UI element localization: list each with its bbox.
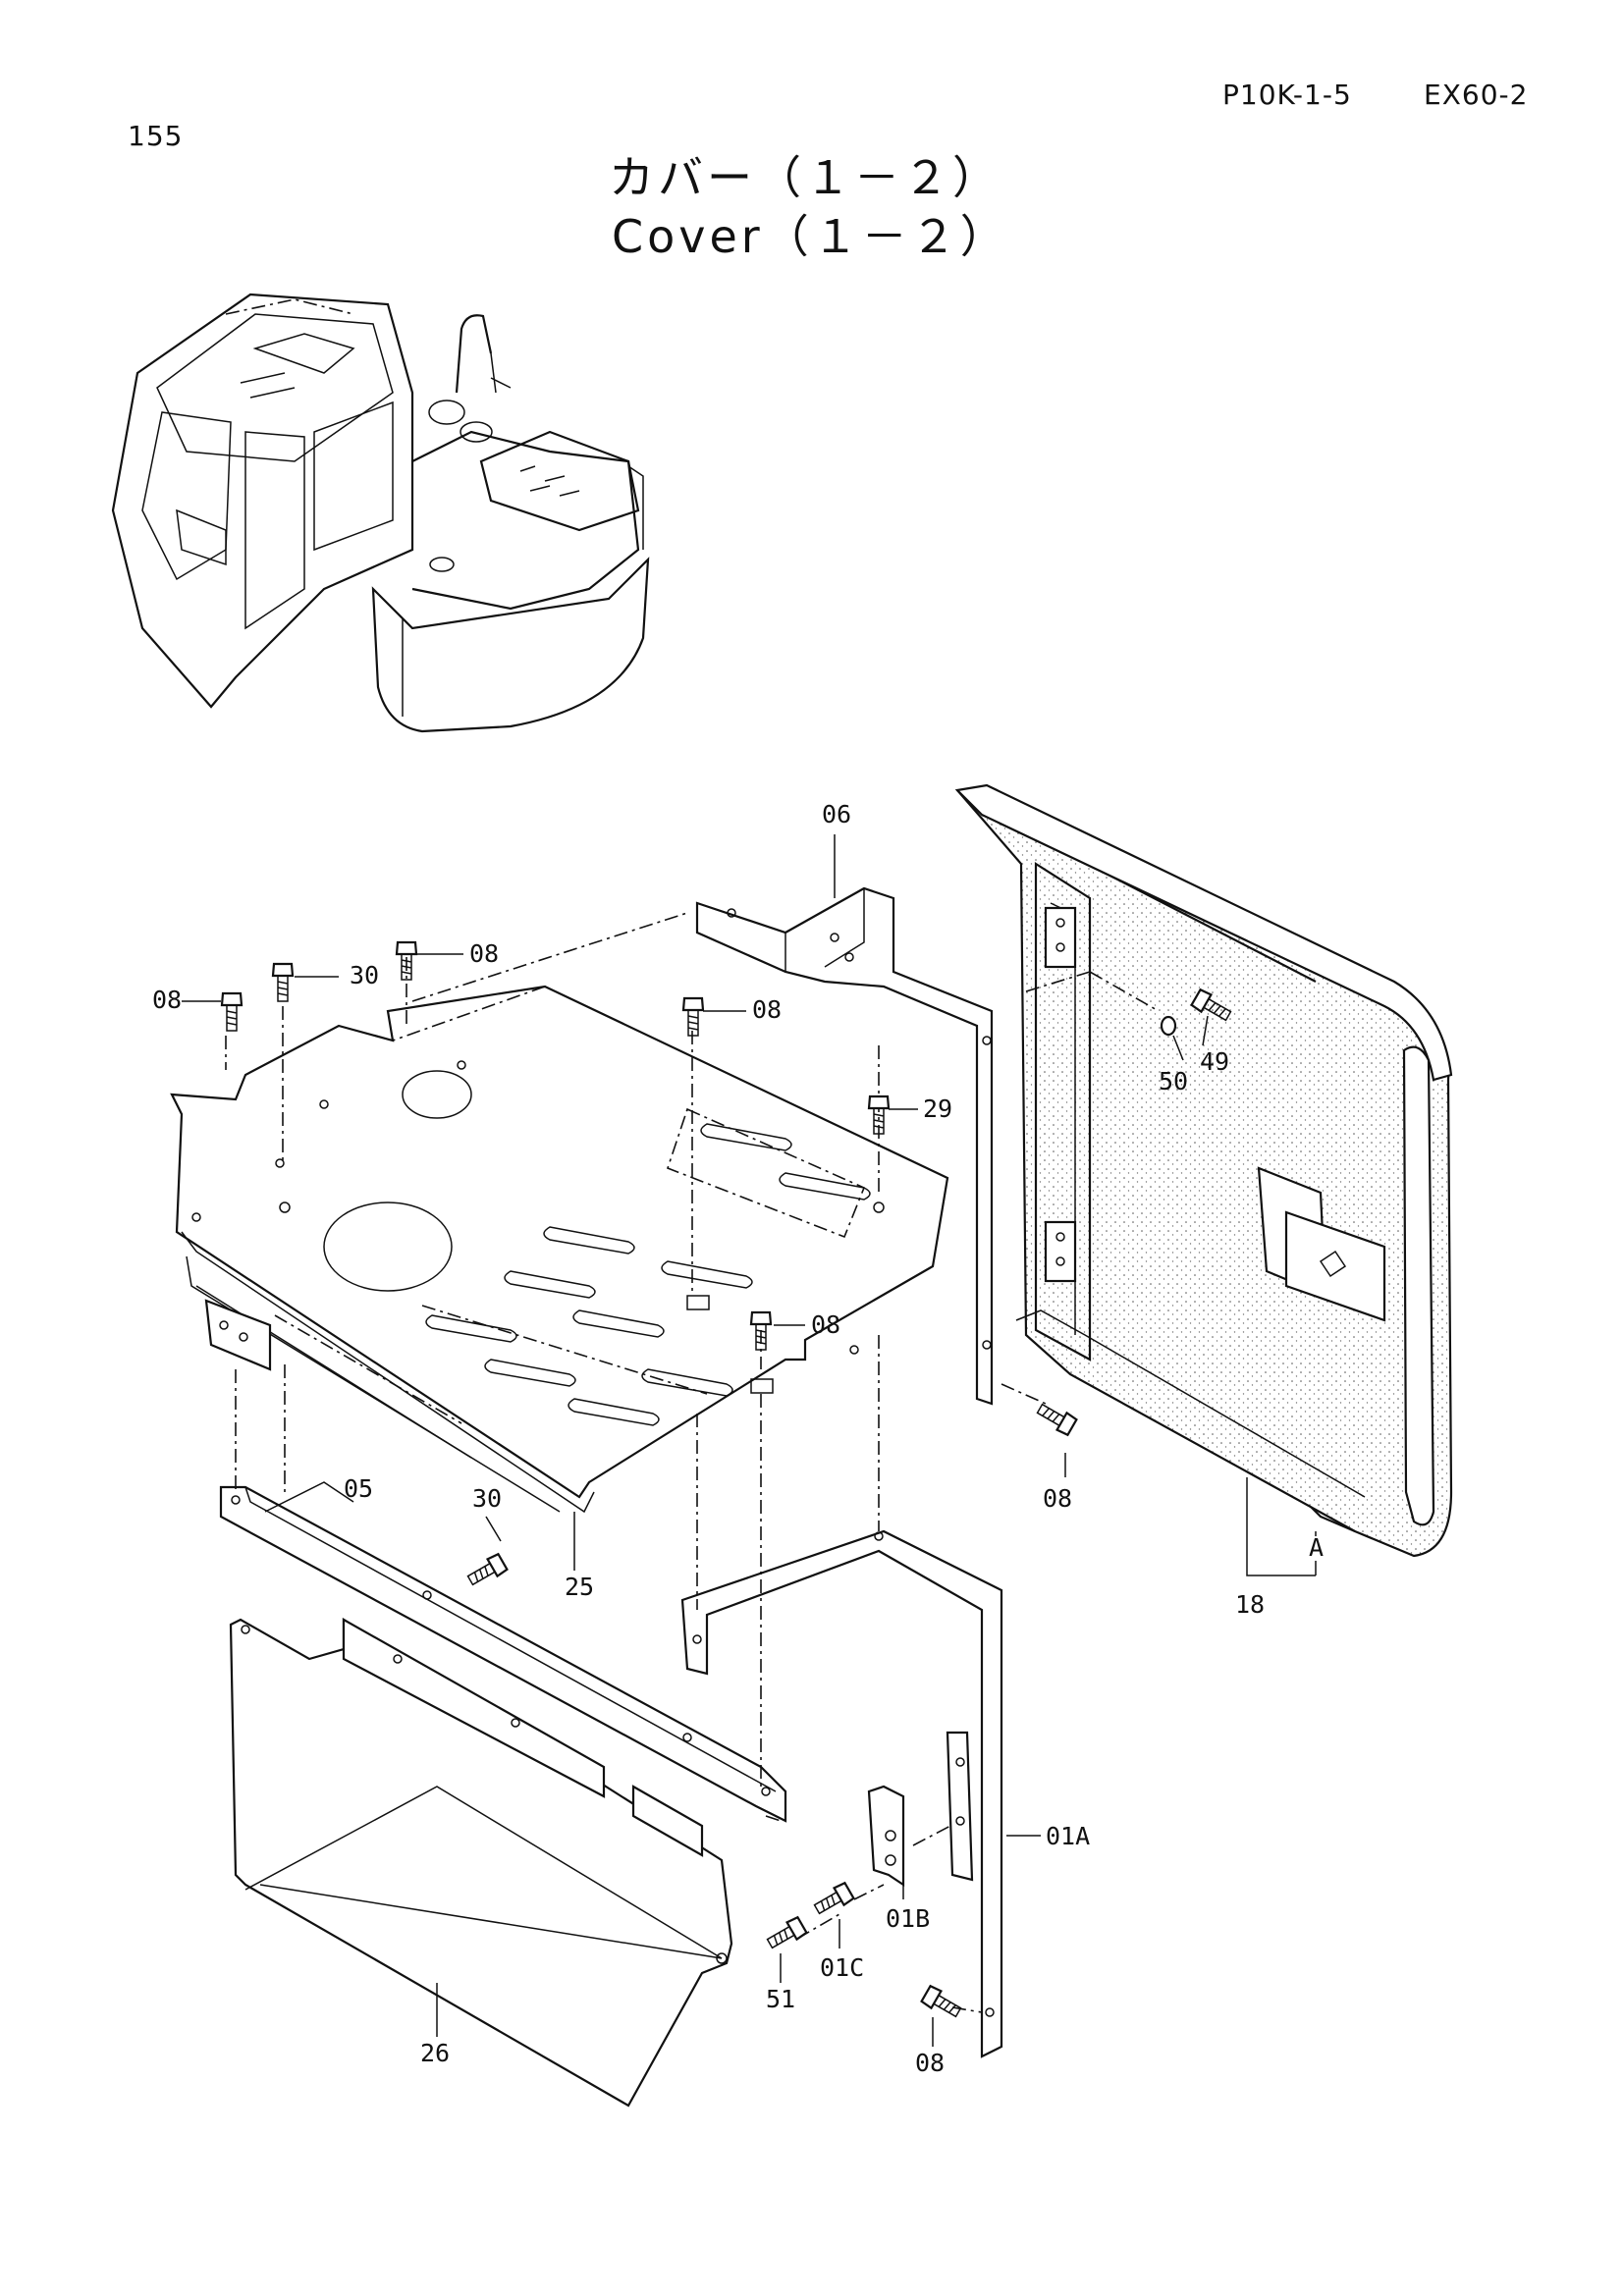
callout-01b: 01B bbox=[886, 1904, 930, 1933]
callout-30-b: 30 bbox=[472, 1484, 502, 1513]
callout-08-c: 08 bbox=[752, 995, 782, 1024]
callout-labels: 06 08 30 08 08 29 08 49 50 05 30 25 08 1… bbox=[152, 800, 1324, 2077]
callout-50: 50 bbox=[1159, 1067, 1188, 1095]
callout-a: A bbox=[1309, 1533, 1324, 1562]
callout-05: 05 bbox=[344, 1474, 373, 1503]
callout-01a: 01A bbox=[1046, 1822, 1090, 1850]
model-code: EX60-2 bbox=[1424, 79, 1529, 111]
bolt-fasteners bbox=[220, 940, 1232, 2018]
callout-08-b: 08 bbox=[469, 939, 499, 968]
machine-overview-illustration bbox=[111, 293, 650, 733]
side-cover-18 bbox=[954, 783, 1453, 1558]
callout-08-d: 08 bbox=[811, 1310, 840, 1339]
callout-08-f: 08 bbox=[915, 2049, 945, 2077]
page-title-english: Cover（１－２） bbox=[612, 210, 1009, 263]
callout-08-a: 08 bbox=[152, 986, 182, 1014]
callout-51: 51 bbox=[766, 1985, 795, 2013]
bracket-01b bbox=[867, 1785, 905, 1888]
callout-18: 18 bbox=[1235, 1590, 1265, 1619]
part-code: P10K-1-5 bbox=[1222, 79, 1352, 111]
callout-08-e: 08 bbox=[1043, 1484, 1072, 1513]
callout-49: 49 bbox=[1200, 1047, 1229, 1076]
floor-plate-25 bbox=[170, 912, 949, 1514]
cover-26 bbox=[229, 1617, 733, 2108]
page-number: 155 bbox=[128, 120, 184, 152]
callout-29: 29 bbox=[923, 1095, 952, 1123]
callout-30-a: 30 bbox=[350, 961, 379, 989]
page-title-japanese: カバー（１－２） bbox=[609, 151, 1001, 204]
rail-05 bbox=[219, 1485, 787, 1823]
bracket-06 bbox=[695, 886, 994, 1406]
callout-06: 06 bbox=[822, 800, 851, 828]
bracket-01a bbox=[680, 1529, 1003, 2058]
leader-lines bbox=[182, 834, 1317, 2047]
callout-25: 25 bbox=[565, 1573, 594, 1601]
callout-26: 26 bbox=[420, 2039, 450, 2067]
callout-01c: 01C bbox=[820, 1953, 864, 1982]
